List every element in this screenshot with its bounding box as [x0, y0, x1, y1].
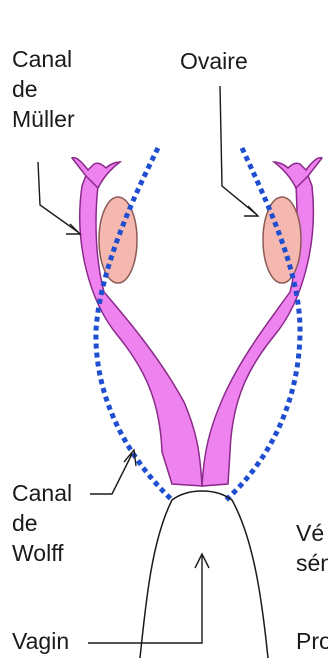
label-vesicule-line2: sén: [296, 548, 328, 578]
leader-vagin: [88, 556, 202, 643]
label-canal-wolff-line2: de: [12, 508, 72, 538]
right-muller-fimbria: [274, 158, 322, 188]
label-canal-muller-line3: Müller: [12, 104, 75, 134]
label-canal-wolff-line3: Wolff: [12, 538, 72, 568]
label-ovaire-text: Ovaire: [180, 46, 248, 76]
vagin-outline: [140, 491, 268, 658]
left-muller-fimbria: [72, 158, 120, 188]
label-pro-text: Pro: [296, 626, 328, 656]
ovaries: [99, 197, 301, 283]
label-canal-muller-line2: de: [12, 74, 75, 104]
label-canal-muller-line1: Canal: [12, 44, 75, 74]
leader-ovaire: [220, 86, 256, 214]
label-vagin-text: Vagin: [12, 626, 69, 656]
label-canal-wolff-line1: Canal: [12, 478, 72, 508]
label-canal-muller: Canal de Müller: [12, 44, 75, 134]
label-vesicule-line1: Vé: [296, 518, 328, 548]
label-vesicule-partial: Vé sén: [296, 518, 328, 578]
label-ovaire: Ovaire: [180, 46, 248, 76]
label-vagin: Vagin: [12, 626, 69, 656]
arrow-ovaire: [244, 206, 258, 216]
leader-canal-muller: [38, 162, 78, 232]
left-wolff-duct: [96, 148, 172, 500]
label-pro-partial: Pro: [296, 626, 328, 656]
label-canal-wolff: Canal de Wolff: [12, 478, 72, 568]
